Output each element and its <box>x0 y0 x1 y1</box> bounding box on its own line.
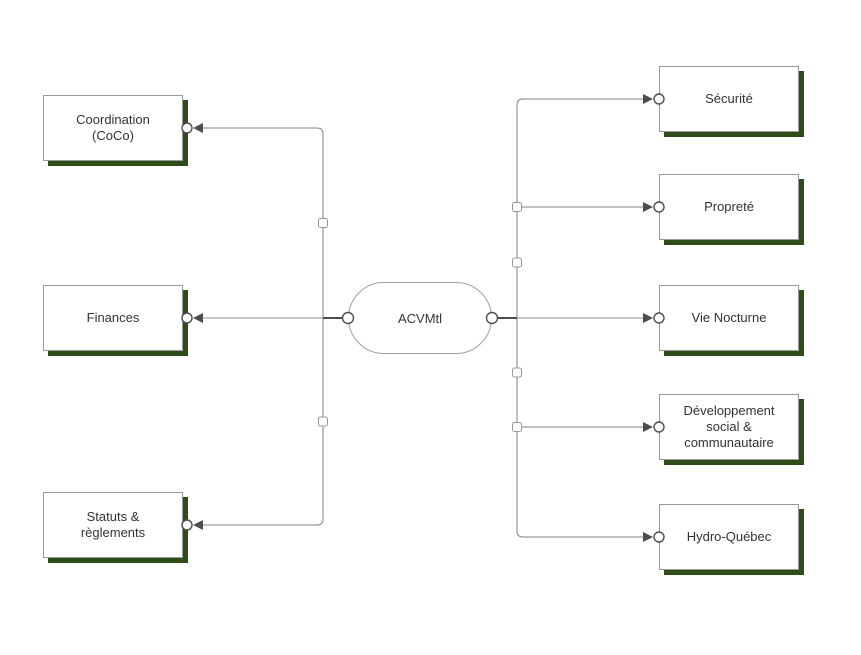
node-statuts[interactable]: Statuts & règlements <box>43 492 183 558</box>
arrowhead-hydro-quebec <box>643 532 653 542</box>
arrowhead-coordination <box>193 123 203 133</box>
node-hydro-quebec[interactable]: Hydro-Québec <box>659 504 799 570</box>
node-acvmtl-label: ACVMtl <box>397 310 443 326</box>
node-securite-label: Sécurité <box>705 90 753 106</box>
node-proprete-label: Propreté <box>704 198 754 214</box>
port-statuts[interactable] <box>181 519 193 531</box>
port-coordination[interactable] <box>181 122 193 134</box>
node-finances-label: Finances <box>86 309 140 325</box>
edge-right-trunk[interactable] <box>516 98 645 538</box>
node-developpement-label: Développement social & communautaire <box>683 402 775 451</box>
node-finances[interactable]: Finances <box>43 285 183 351</box>
node-vie-nocturne[interactable]: Vie Nocturne <box>659 285 799 351</box>
waypoint-handle-right-developpement[interactable] <box>512 422 522 432</box>
node-coordination-label: Coordination (CoCo) <box>76 111 150 143</box>
edge-left-trunk[interactable] <box>200 127 324 526</box>
node-statuts-label: Statuts & règlements <box>80 508 146 540</box>
node-acvmtl-center[interactable]: ACVMtl <box>348 282 492 354</box>
arrowhead-vie-nocturne <box>643 313 653 323</box>
waypoint-handle-right-lower-mid[interactable] <box>512 367 522 378</box>
node-coordination[interactable]: Coordination (CoCo) <box>43 95 183 161</box>
node-securite[interactable]: Sécurité <box>659 66 799 132</box>
node-developpement[interactable]: Développement social & communautaire <box>659 394 799 460</box>
arrowhead-proprete <box>643 202 653 212</box>
waypoint-handle-right-upper-mid[interactable] <box>512 257 522 268</box>
node-hydro-quebec-label: Hydro-Québec <box>686 528 772 544</box>
arrowhead-developpement <box>643 422 653 432</box>
waypoint-handle-left-upper[interactable] <box>318 218 328 228</box>
node-vie-nocturne-label: Vie Nocturne <box>691 309 767 325</box>
arrowhead-finances <box>193 313 203 323</box>
port-finances[interactable] <box>181 312 193 324</box>
node-proprete[interactable]: Propreté <box>659 174 799 240</box>
arrowhead-securite <box>643 94 653 104</box>
waypoint-handle-right-proprete[interactable] <box>512 202 522 212</box>
arrowhead-statuts <box>193 520 203 530</box>
waypoint-handle-left-lower[interactable] <box>318 416 328 427</box>
